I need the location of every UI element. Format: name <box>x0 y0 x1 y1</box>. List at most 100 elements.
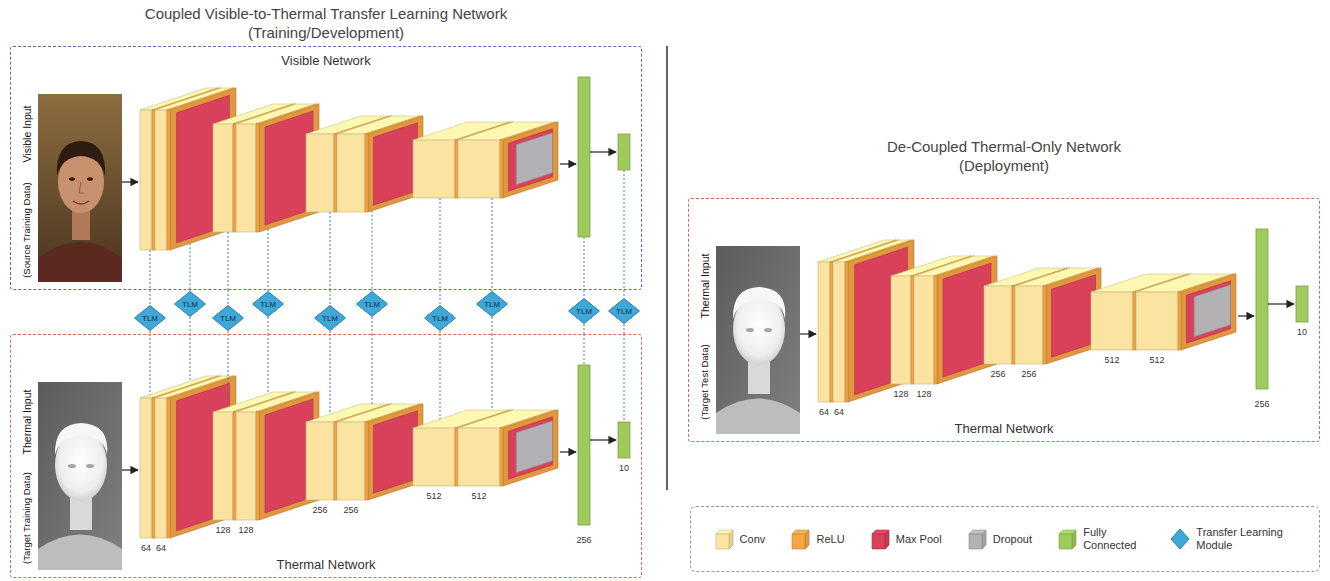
relu-layer-front <box>1043 286 1046 364</box>
text-holder: (Target Training Data) <box>20 468 34 568</box>
layer-tap-line <box>440 334 441 419</box>
channel-count: 512 <box>461 491 497 502</box>
flow-arrow <box>590 439 616 440</box>
relu-layer-front <box>845 262 848 402</box>
layer-tap-line <box>440 198 441 290</box>
legend-label: Fully Connected <box>1083 526 1145 552</box>
layer-tap-line <box>372 211 373 290</box>
shoulders <box>38 535 122 571</box>
conv-layer-front <box>337 422 365 500</box>
transfer-learning-module: TLM <box>174 291 206 317</box>
title-holder: Coupled Visible-to-Thermal Transfer Lear… <box>96 4 556 42</box>
tlm-connector <box>492 317 493 334</box>
cnn-stack <box>38 77 630 282</box>
maxpool-face <box>374 123 418 205</box>
eye <box>764 328 772 332</box>
hair <box>55 423 107 455</box>
relu-layer-front <box>455 428 458 486</box>
channel-count: 10 <box>606 463 642 474</box>
dropout-face <box>1194 285 1230 337</box>
relu-layer-front <box>455 140 458 198</box>
network-panel: Thermal NetworkThermal Input(Target Trai… <box>10 334 642 578</box>
layer-tap-line <box>190 243 191 290</box>
layer-tap-line <box>624 334 625 422</box>
conv-layer-front <box>984 286 1012 364</box>
tlm-connector <box>372 317 373 334</box>
tlm-diamond-shape <box>175 292 206 317</box>
photo-ground <box>716 246 800 434</box>
relu-layer-front <box>911 276 914 384</box>
conv-layer-front <box>914 276 934 384</box>
text-holder: TLM <box>134 305 166 331</box>
conv-layer-front <box>458 428 500 486</box>
relu-layer-front <box>365 422 368 500</box>
text-holder: TLM <box>608 298 640 324</box>
thermal-photo <box>38 382 122 570</box>
face-photo <box>38 94 122 282</box>
relu-layer-side <box>170 88 236 250</box>
conv-layer-front <box>413 428 455 486</box>
relu-layer-front <box>934 276 937 384</box>
channel-count: 10 <box>1284 327 1320 338</box>
maxpool-face <box>1052 275 1096 357</box>
tlm-diamond-shape <box>569 299 600 324</box>
size-holder: 256 <box>333 505 369 516</box>
layer-tap-line <box>228 334 229 407</box>
relu-layer-front <box>334 422 337 500</box>
tlm-diamond-shape <box>213 306 244 331</box>
legend-item: Conv <box>714 528 766 550</box>
tlm-connector <box>190 290 191 291</box>
size-holder: 256 <box>302 505 338 516</box>
size-holder: 128 <box>883 389 919 400</box>
channel-count: 256 <box>980 369 1016 380</box>
fully-connected-layer <box>1296 286 1308 322</box>
network-panel: De-Coupled Thermal-Only Network (Deploym… <box>688 198 1320 442</box>
text-holder: Thermal Input <box>20 382 34 462</box>
legend-swatch <box>790 528 810 550</box>
channel-count: 128 <box>228 525 264 536</box>
relu-layer-side <box>170 376 236 538</box>
tlm-connector <box>372 290 373 291</box>
transfer-learning-module: TLM <box>314 305 346 331</box>
swatch-front <box>872 534 885 549</box>
tlm-diamond-shape <box>357 292 388 317</box>
conv-layer-front <box>236 412 256 520</box>
channel-count: 128 <box>883 389 919 400</box>
transfer-learning-module: TLM <box>476 291 508 317</box>
tlm-diamond-shape <box>253 292 284 317</box>
image-caption: Visible Input <box>20 94 34 174</box>
module-label: TLM <box>142 314 158 323</box>
relu-layer-front <box>1178 292 1181 350</box>
size-holder: 128 <box>906 389 942 400</box>
flow-arrow <box>800 333 816 334</box>
size-holder: 128 <box>205 525 241 536</box>
tlm-connector <box>624 290 625 298</box>
tlm-diamond-shape <box>477 292 508 317</box>
eye <box>746 328 754 332</box>
photo-ground <box>38 94 122 282</box>
fully-connected-layer <box>618 422 630 458</box>
tlm-diamond-shape <box>609 299 640 324</box>
module-label: TLM <box>484 300 500 309</box>
relu-layer-front <box>167 398 170 538</box>
section-divider <box>666 46 668 490</box>
image-caption: Thermal Input <box>698 246 712 326</box>
conv-layer-front <box>236 124 256 232</box>
relu-layer-side <box>1181 274 1236 350</box>
text-holder: De-Coupled Thermal-Only Network (Deploym… <box>854 137 1154 175</box>
legend-item: ReLU <box>790 528 844 550</box>
size-holder: 256 <box>980 369 1016 380</box>
maxpool-face <box>1187 281 1231 343</box>
conv-layer-front <box>458 140 500 198</box>
dropout-face <box>516 133 552 185</box>
swatch-front <box>1059 534 1072 549</box>
relu-layer-front <box>167 110 170 250</box>
relu-layer-front <box>256 124 259 232</box>
module-label: TLM <box>432 314 448 323</box>
layer-tap-line <box>330 334 331 414</box>
module-label: TLM <box>322 314 338 323</box>
tlm-connector <box>268 317 269 334</box>
conv-layer-front <box>213 124 233 232</box>
channel-count: 256 <box>333 505 369 516</box>
